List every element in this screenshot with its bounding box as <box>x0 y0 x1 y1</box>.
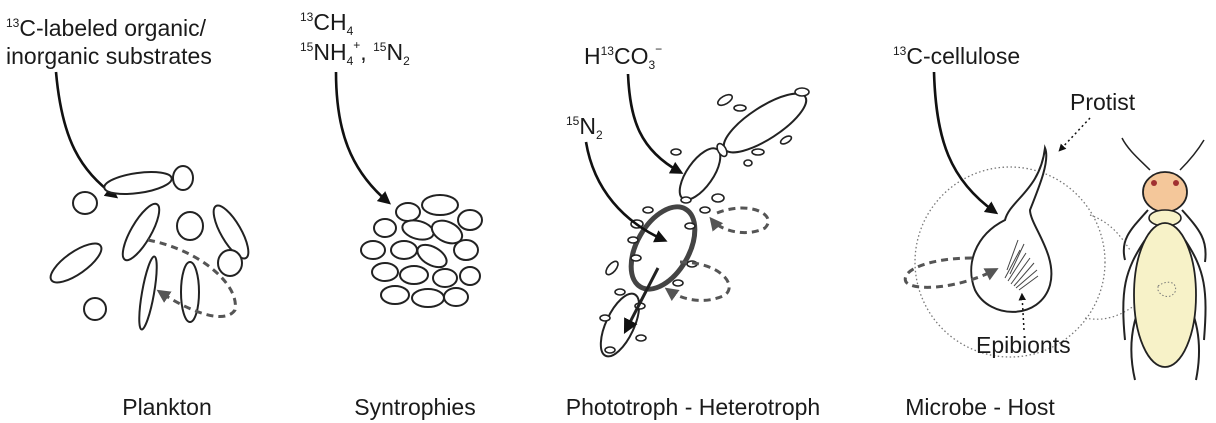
syntrophies-uptake-arrow <box>336 72 388 202</box>
panel-syntrophies: 13CH4 15NH4+, 15N2 Syntrophies <box>300 9 482 420</box>
phototroph-filament <box>593 83 814 361</box>
protist-pointer <box>1060 118 1090 150</box>
phototroph-substrate-dinitrogen: 15N2 <box>566 113 603 142</box>
plankton-uptake-arrow <box>56 72 115 196</box>
plankton-substrate-label: 13C-labeled organic/ <box>6 15 207 41</box>
caption-plankton: Plankton <box>122 394 212 420</box>
phototroph-bicarbonate-arrow <box>628 74 680 172</box>
termite-host <box>1122 138 1206 380</box>
protist-cell <box>971 148 1051 312</box>
microbe-host-substrate-label: 13C-cellulose <box>893 43 1020 69</box>
microbe-host-uptake-arrow <box>934 72 995 212</box>
caption-syntrophies: Syntrophies <box>354 394 475 420</box>
label-protist: Protist <box>1070 89 1136 115</box>
syntrophies-substrate-line1: 13CH4 <box>300 9 354 38</box>
phototroph-substrate-bicarbonate: H13CO3− <box>584 42 662 72</box>
label-epibionts: Epibionts <box>976 332 1071 358</box>
phototroph-exchange-loop-upper <box>712 208 768 233</box>
plankton-substrate-label-line2: inorganic substrates <box>6 43 212 69</box>
panel-plankton: 13C-labeled organic/ inorganic substrate… <box>6 15 255 420</box>
plankton-cells <box>45 166 255 330</box>
panel-microbe-host: 13C-cellulose Protist Epibionts <box>893 43 1206 420</box>
panel-phototroph-heterotroph: H13CO3− 15N2 <box>566 42 820 420</box>
syntrophies-substrate-line2: 15NH4+, 15N2 <box>300 38 410 68</box>
caption-phototroph-heterotroph: Phototroph - Heterotroph <box>566 394 820 420</box>
caption-microbe-host: Microbe - Host <box>905 394 1055 420</box>
syntrophy-aggregate <box>361 195 482 307</box>
